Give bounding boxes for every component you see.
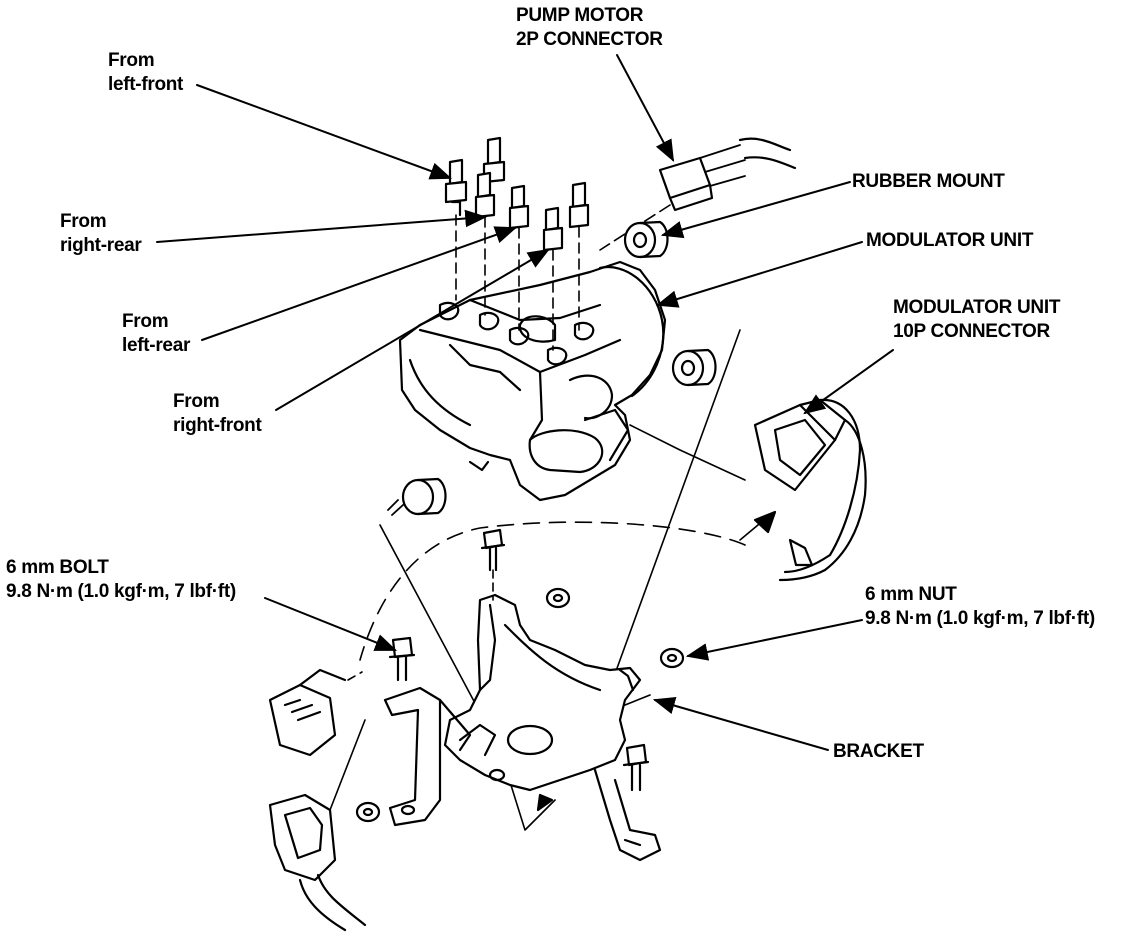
label-modulator-unit: MODULATOR UNIT (866, 230, 1034, 251)
nut-top (545, 587, 571, 609)
label-bolt: 6 mm BOLT 9.8 N·m (1.0 kgf·m, 7 lbf·ft) (6, 557, 236, 602)
nut-right (659, 647, 685, 669)
leader-lines (156, 54, 894, 751)
label-bracket: BRACKET (833, 741, 924, 762)
label-from-left-rear: From left-rear (122, 311, 191, 356)
label-from-left-front: From left-front (108, 50, 184, 95)
label-nut: 6 mm NUT 9.8 N·m (1.0 kgf·m, 7 lbf·ft) (865, 584, 1095, 629)
label-modulator-connector: MODULATOR UNIT 10P CONNECTOR (893, 297, 1061, 342)
modulator-10p-connector (629, 398, 867, 582)
bolt-lower-right (622, 743, 650, 792)
bolt-top (480, 528, 506, 601)
rubber-mount-right (671, 348, 717, 387)
sub-bracket (383, 686, 472, 827)
label-from-right-rear: From right-rear (60, 211, 142, 256)
bolt-left (388, 636, 416, 682)
label-from-right-front: From right-front (173, 391, 262, 436)
rubber-mount-lower (387, 477, 447, 516)
routing-dash-line (359, 521, 746, 661)
brake-line-fittings (444, 136, 590, 351)
label-rubber-mount: RUBBER MOUNT (852, 171, 1005, 192)
left-connector-upper (268, 668, 363, 757)
rubber-mount-upper (623, 220, 669, 259)
label-pump-motor: PUMP MOTOR 2P CONNECTOR (516, 5, 663, 50)
modulator-unit-body (398, 260, 667, 502)
left-connector-lower (268, 719, 367, 932)
nut-lower-left (355, 801, 381, 823)
bracket (443, 593, 662, 862)
